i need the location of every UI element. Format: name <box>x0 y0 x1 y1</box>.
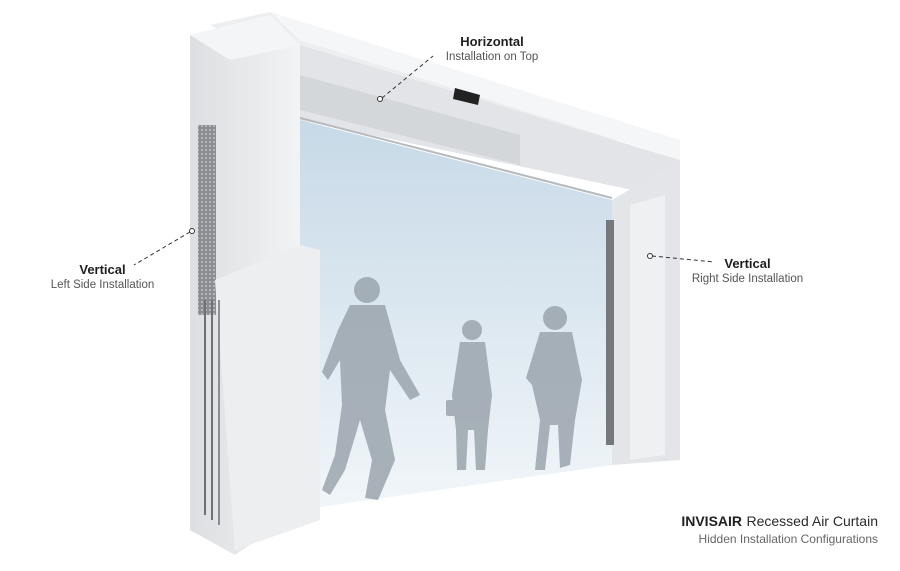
product-caption: INVISAIR Recessed Air Curtain Hidden Ins… <box>681 512 878 548</box>
horizontal-marker-icon <box>377 96 383 102</box>
callout-title: Vertical <box>79 262 126 277</box>
callout-leaders <box>133 55 715 266</box>
product-brand: INVISAIR <box>681 512 743 529</box>
right-grille <box>606 220 614 445</box>
callout-vertical-right: Vertical Right Side Installation <box>685 256 810 287</box>
callout-subtitle: Left Side Installation <box>50 279 155 292</box>
walking-woman-bag-figure <box>446 320 492 470</box>
right-column-unit <box>606 160 680 465</box>
left-grille <box>198 125 216 315</box>
right-marker-icon <box>647 253 653 259</box>
callout-markers <box>189 96 653 259</box>
people-silhouettes <box>322 277 582 500</box>
left-marker-icon <box>189 228 195 234</box>
callout-vertical-left: Vertical Left Side Installation <box>40 262 165 293</box>
callout-horizontal: Horizontal Installation on Top <box>432 34 552 65</box>
product-subtitle: Hidden Installation Configurations <box>698 532 878 547</box>
walking-man-figure <box>322 277 420 500</box>
callout-title: Vertical <box>724 256 771 271</box>
callout-subtitle: Installation on Top <box>445 51 539 64</box>
walking-woman-figure <box>526 306 582 470</box>
callout-subtitle: Right Side Installation <box>691 273 804 286</box>
top-header-unit <box>210 12 680 200</box>
callout-title: Horizontal <box>460 34 524 49</box>
left-column-unit <box>190 15 320 555</box>
product-name: Recessed Air Curtain <box>746 512 878 529</box>
